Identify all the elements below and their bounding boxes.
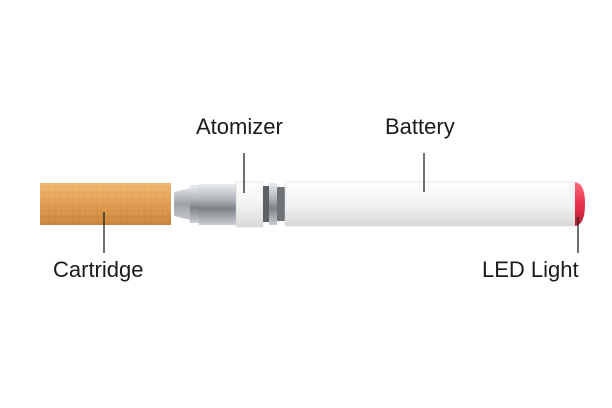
battery-part bbox=[284, 181, 576, 227]
battery-label: Battery bbox=[385, 114, 455, 139]
cartridge-part bbox=[40, 183, 171, 225]
cartridge-label: Cartridge bbox=[53, 257, 144, 282]
atomizer-label: Atomizer bbox=[196, 114, 283, 139]
atomizer-part bbox=[174, 181, 285, 228]
leader-lines bbox=[103, 153, 579, 253]
led-light-label: LED Light bbox=[482, 257, 579, 282]
led-light-part bbox=[575, 182, 585, 226]
